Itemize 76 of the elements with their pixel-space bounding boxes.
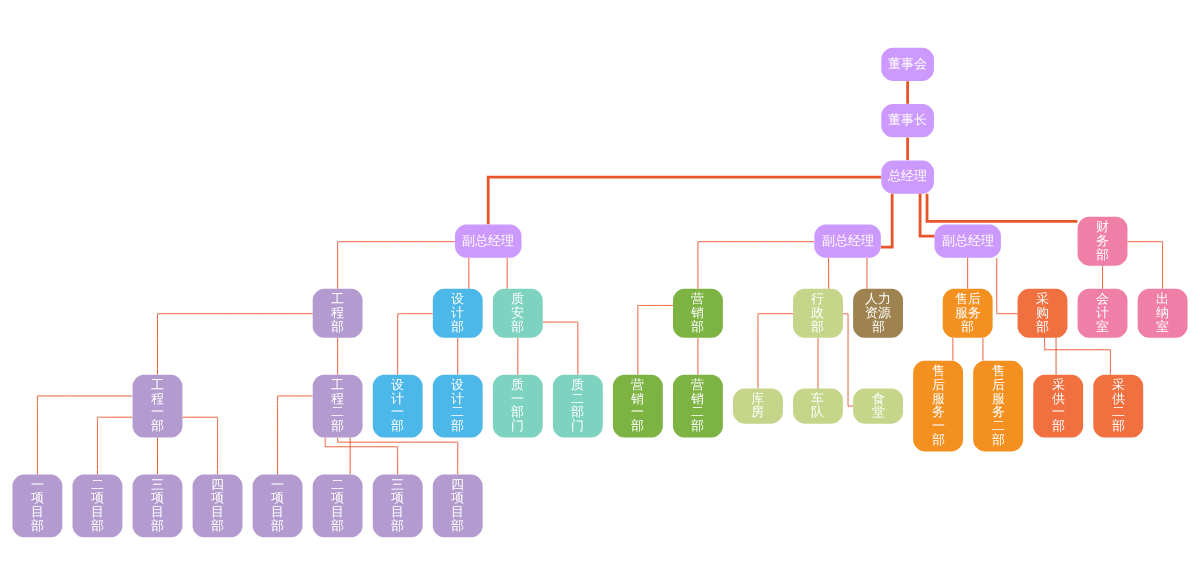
connector: [697, 240, 815, 289]
connector: [757, 312, 794, 389]
connector: [542, 321, 579, 375]
connector: [996, 257, 1018, 314]
node-box: 设计二部: [432, 374, 483, 438]
connector: [397, 312, 434, 375]
connector: [486, 175, 882, 224]
node-box: 四项目部: [432, 474, 483, 537]
connector: [97, 416, 133, 475]
connector: [918, 193, 935, 238]
node-box: 工程一部: [132, 374, 183, 438]
connector: [906, 80, 909, 104]
node-box: 食堂: [853, 388, 903, 424]
node-box: 售后服务二部: [973, 360, 1024, 451]
connector: [349, 436, 351, 475]
connector: [36, 395, 133, 475]
node-box: 副总经理: [934, 224, 1001, 258]
connector: [337, 240, 456, 289]
node-box: 设计一部: [372, 374, 423, 438]
node-box: 质二部门: [552, 374, 603, 438]
node-box: 工程二部: [312, 374, 363, 438]
node-box: 人力资源部: [853, 288, 903, 338]
node-box: 行政部: [793, 288, 843, 338]
connector: [1102, 265, 1103, 289]
node-box: 质安部: [492, 288, 543, 338]
node-box: 质一部门: [492, 374, 543, 438]
connector: [517, 336, 519, 375]
connector: [468, 257, 470, 289]
node-box: 二项目部: [312, 474, 363, 537]
connector: [457, 336, 459, 375]
node-box: 三项目部: [372, 474, 423, 537]
connector: [337, 436, 459, 475]
node-box: 董事长: [881, 103, 934, 137]
node-box: 董事会: [881, 47, 934, 81]
node-box: 营销二部: [673, 374, 723, 438]
connector: [182, 416, 218, 475]
node-box: 财务部: [1077, 216, 1128, 266]
connector: [925, 193, 1078, 223]
connector: [866, 257, 868, 289]
node-box: 会计室: [1077, 288, 1128, 338]
node-box: 车队: [793, 388, 843, 424]
node-box: 营销部: [673, 288, 723, 338]
connector: [982, 336, 984, 361]
connector: [157, 312, 314, 375]
connector: [1127, 240, 1164, 289]
node-box: 采供一部: [1033, 374, 1084, 438]
node-box: 采供二部: [1093, 374, 1144, 438]
node-box: 一项目部: [12, 474, 63, 537]
node-box: 一项目部: [252, 474, 303, 537]
node-box: 出纳室: [1137, 288, 1188, 338]
node-box: 副总经理: [814, 224, 881, 258]
node-box: 总经理: [881, 159, 934, 194]
node-box: 三项目部: [132, 474, 183, 537]
connector: [906, 137, 909, 160]
node-box: 设计部: [432, 288, 483, 338]
node-box: 售后服务部: [942, 288, 993, 338]
connector: [506, 257, 508, 289]
connector: [967, 257, 969, 289]
node-box: 库房: [733, 388, 783, 424]
connector: [637, 304, 674, 375]
connector: [952, 336, 954, 361]
connector: [277, 395, 313, 475]
connector: [828, 257, 830, 289]
node-box: 副总经理: [454, 224, 522, 258]
node-box: 二项目部: [72, 474, 123, 537]
node-box: 售后服务一部: [913, 360, 964, 451]
node-box: 营销一部: [612, 374, 663, 438]
connector: [337, 336, 339, 375]
connector: [880, 193, 894, 249]
connector: [1055, 336, 1057, 375]
connector: [157, 436, 158, 475]
node-box: 工程部: [312, 288, 363, 338]
connector: [324, 436, 399, 475]
connector: [1044, 336, 1111, 375]
node-box: 采购部: [1017, 288, 1068, 338]
node-box: 四项目部: [192, 474, 243, 537]
